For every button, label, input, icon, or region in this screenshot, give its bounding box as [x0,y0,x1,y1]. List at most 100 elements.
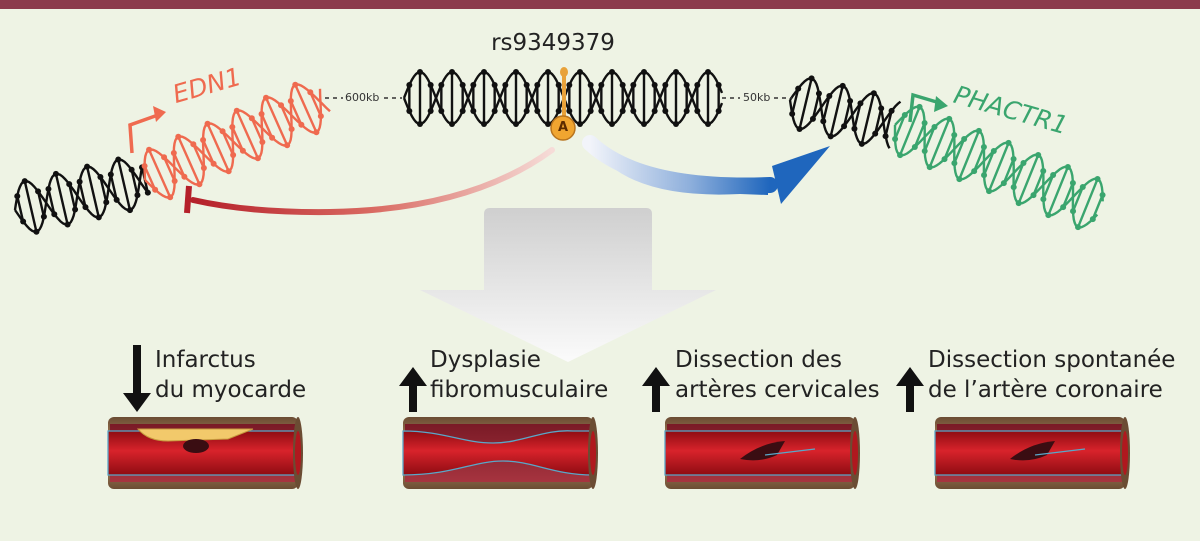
dna-right-strand [788,84,902,145]
allele-label: A [557,120,569,135]
up-arrow-icon [399,367,427,412]
dna-right-rung [791,88,800,115]
allele-a-circle [550,115,576,141]
dna-left-rung [47,188,56,215]
down-arrow-icon [123,345,151,412]
edn1-promoter-arrowhead [153,106,166,122]
dna-right-rung [842,100,852,127]
thrombus [183,439,209,453]
dna-phactr1-rung [928,118,951,168]
dna-edn1-rung [201,139,215,165]
dna-left-rung [130,169,139,196]
up-arrow-icon [642,367,670,412]
dna-edn1-rung [231,126,244,152]
dna-right-rung [884,110,893,137]
dna-phactr1-rung [1002,158,1015,184]
dna-helix-phactr1 [892,103,1106,231]
disease-2-line1: Dysplasie [430,347,541,373]
dna-phactr1-rung [1076,178,1099,228]
dna-right-rung [798,78,813,130]
dna-right-rung [860,92,876,145]
dna-edn1-strand [144,83,331,199]
dna-edn1-rung [250,117,264,143]
snp-marker [550,67,576,141]
dna-phactr1-rung [1032,170,1045,196]
dna-phactr1-rung [913,122,926,148]
dna-right-rung [874,108,883,134]
vessel-end-lumen [590,431,596,475]
dna-phactr1-rung [1071,186,1084,212]
vessel-end-lumen [295,431,301,475]
vessel-end-lumen [852,431,858,475]
dna-edn1-rung [221,130,235,156]
vessel-end-lumen [1122,431,1128,475]
intramural-hematoma [740,441,785,461]
dna-phactr1-rung [982,150,995,176]
dna-phactr1-rung [1047,166,1070,216]
dna-phactr1-strand [894,105,1104,217]
dna-left-rung [36,191,46,217]
disease-2-line2: fibromusculaire [430,377,609,403]
disease-3-line1: Dissection des [675,347,842,373]
dna-left-rung [140,167,150,193]
dna-phactr1-rung [987,142,1010,192]
dna-edn1-rung [143,165,157,191]
distance-left-label: 600kb [345,91,380,104]
vessel-1 [107,417,303,489]
up-arrow-icon [896,367,924,412]
dna-edn1-rung [294,84,318,133]
dna-helix-edn1 [141,81,331,201]
dna-left-strand [13,165,144,226]
intimal-flap [1034,448,1086,456]
dna-phactr1-rung [953,138,966,164]
dna-left-strand [14,158,149,234]
intramural-hematoma [1010,441,1055,461]
top-bar [0,0,1200,9]
vessel-3 [664,417,860,489]
dna-right-rung [829,85,844,137]
dna-right-rung [853,103,862,129]
dna-edn1-rung [147,149,172,198]
dna-phactr1-rung [898,106,921,156]
disease-3-line2: artères cervicales [675,377,880,403]
dna-helix-right [788,75,902,149]
dna-phactr1-rung [1017,154,1040,204]
dna-phactr1-rung [1012,162,1025,188]
dna-left-rung [85,166,100,218]
repression-arrow-icon [184,147,555,216]
big-down-arrow-icon [420,208,716,362]
dna-phactr1-rung [923,126,936,152]
vessels [107,417,1130,489]
dna-left-rung [109,174,118,201]
dna-edn1-rung [235,110,260,159]
dna-phactr1-rung [893,114,906,140]
disease-4-line1: Dissection spontanée [928,347,1176,373]
snp-label: rs9349379 [491,30,615,56]
edn1-promoter-arrow-icon [128,113,159,154]
dna-edn1-rung [260,113,274,139]
dna-left-rung [54,173,69,225]
dna-left-rung [99,176,108,203]
dna-edn1-rung [264,97,289,146]
dna-edn1-rung [177,136,201,185]
dna-phactr1-strand [893,117,1099,229]
vessel-4 [934,417,1130,489]
dna-phactr1-rung [958,130,981,180]
dna-edn1-strand [143,88,323,186]
dna-helix-left [13,156,151,235]
dna-right-rung [811,93,821,120]
vessel-2 [402,417,598,489]
dna-edn1-rung [162,156,176,182]
dna-left-rung [68,183,77,210]
dna-right-rung [822,95,831,122]
dna-phactr1-rung [973,146,986,172]
disease-1-line1: Infarctus [155,347,256,373]
phactr1-promoter-arrow-icon [908,92,941,123]
dna-phactr1-rung [1062,182,1075,208]
distance-right-label: 50kb [743,91,771,104]
dna-phactr1-rung [1042,174,1055,200]
dna-edn1-rung [289,100,303,126]
atherosclerotic-plaque [136,428,254,442]
dna-edn1-rung [309,91,322,117]
